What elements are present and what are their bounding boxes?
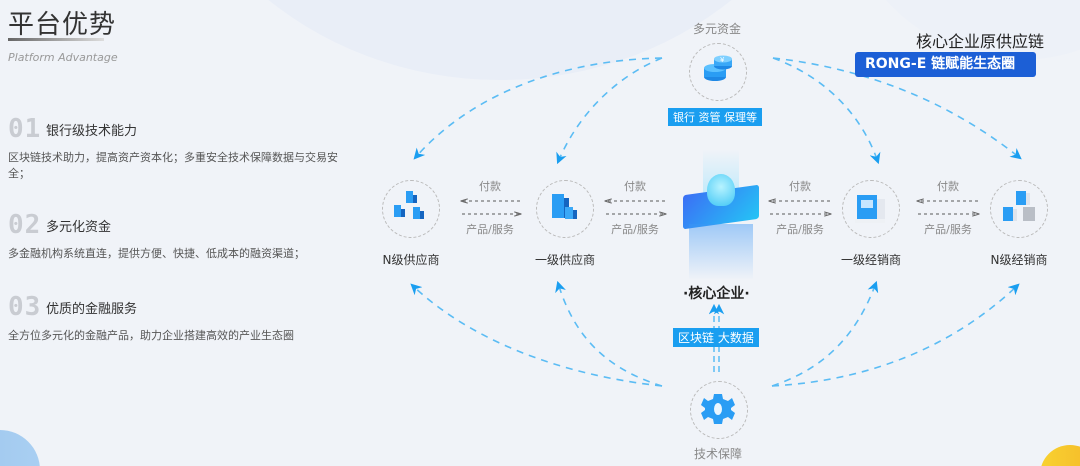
- l1-supplier-label: 一级供应商: [534, 253, 595, 267]
- arrow-top-to-l1-dealer: [772, 57, 881, 165]
- bottom-node-badge: 区块链 大数据: [673, 328, 759, 347]
- arrow-top-to-n-dealer: [772, 57, 1022, 160]
- top-node-label: 多元资金: [692, 22, 741, 36]
- flow-product-label: 产品/服务: [611, 223, 659, 236]
- chain-title: 核心企业原供应链: [915, 32, 1044, 51]
- n-dealer-label: N级经销商: [990, 253, 1048, 267]
- arrow-bottom-to-n-dealer: [771, 283, 1020, 387]
- n-supplier-label: N级供应商: [382, 253, 440, 267]
- page-title: 平台优势: [8, 10, 117, 40]
- core-platform-icon: [681, 150, 761, 280]
- flow-payment-label: 付款: [624, 180, 646, 193]
- l1-supplier-circle[interactable]: [536, 180, 594, 238]
- l1-dealer-circle[interactable]: [842, 180, 900, 238]
- brand-badge: RONG-E 链赋能生态圈: [855, 52, 1036, 77]
- advantage-desc: 多金融机构系统直连，提供方便、快捷、低成本的融资渠道；: [8, 247, 305, 260]
- advantage-number: 03: [8, 292, 42, 322]
- l1-dealer-label: 一级经销商: [840, 253, 901, 267]
- title-underline: [8, 38, 104, 41]
- flow-product-label: 产品/服务: [776, 223, 824, 236]
- advantage-title: 多元化资金: [46, 220, 112, 235]
- flow-product-label: 产品/服务: [466, 223, 514, 236]
- advantage-desc: 区块链技术助力，提高资产资本化；多重安全技术保障数据与交易安全；: [8, 151, 338, 180]
- flow-payment-label: 付款: [479, 180, 501, 193]
- advantage-title: 优质的金融服务: [46, 302, 138, 317]
- svg-text:¥: ¥: [720, 56, 725, 64]
- arrow-bottom-to-n-supplier: [410, 283, 663, 387]
- advantage-desc: 全方位多元化的金融产品，助力企业搭建高效的产业生态圈: [8, 329, 294, 342]
- building-icon: [552, 194, 577, 219]
- shop-window-icon: [855, 195, 885, 223]
- page-subtitle: Platform Advantage: [8, 51, 118, 64]
- bottom-node-circle: [690, 381, 748, 439]
- n-dealer-circle[interactable]: [990, 180, 1048, 238]
- advantage-title: 银行级技术能力: [46, 124, 138, 139]
- advantage-number: 02: [8, 210, 42, 240]
- flow-product-label: 产品/服务: [924, 223, 972, 236]
- n-supplier-circle[interactable]: [382, 180, 440, 238]
- core-label: ·核心企业·: [683, 286, 750, 302]
- arrow-bottom-to-l1-supplier: [555, 280, 663, 387]
- arrow-top-to-l1-supplier: [556, 57, 663, 165]
- arrow-top-to-n-supplier: [413, 57, 663, 160]
- multi-building-icon: [394, 191, 424, 219]
- multi-shop-icon: [1003, 191, 1035, 221]
- gear-icon: [701, 394, 735, 424]
- flow-payment-label: 付款: [789, 180, 811, 193]
- bottom-node-label: 技术保障: [693, 447, 742, 461]
- flow-payment-label: 付款: [937, 180, 959, 193]
- arrow-bottom-to-l1-dealer: [771, 280, 879, 387]
- top-node-badge: 银行 资管 保理等: [668, 108, 762, 126]
- coins-icon: ¥: [704, 55, 732, 81]
- top-node-circle: ¥: [689, 43, 747, 101]
- advantage-number: 01: [8, 114, 42, 144]
